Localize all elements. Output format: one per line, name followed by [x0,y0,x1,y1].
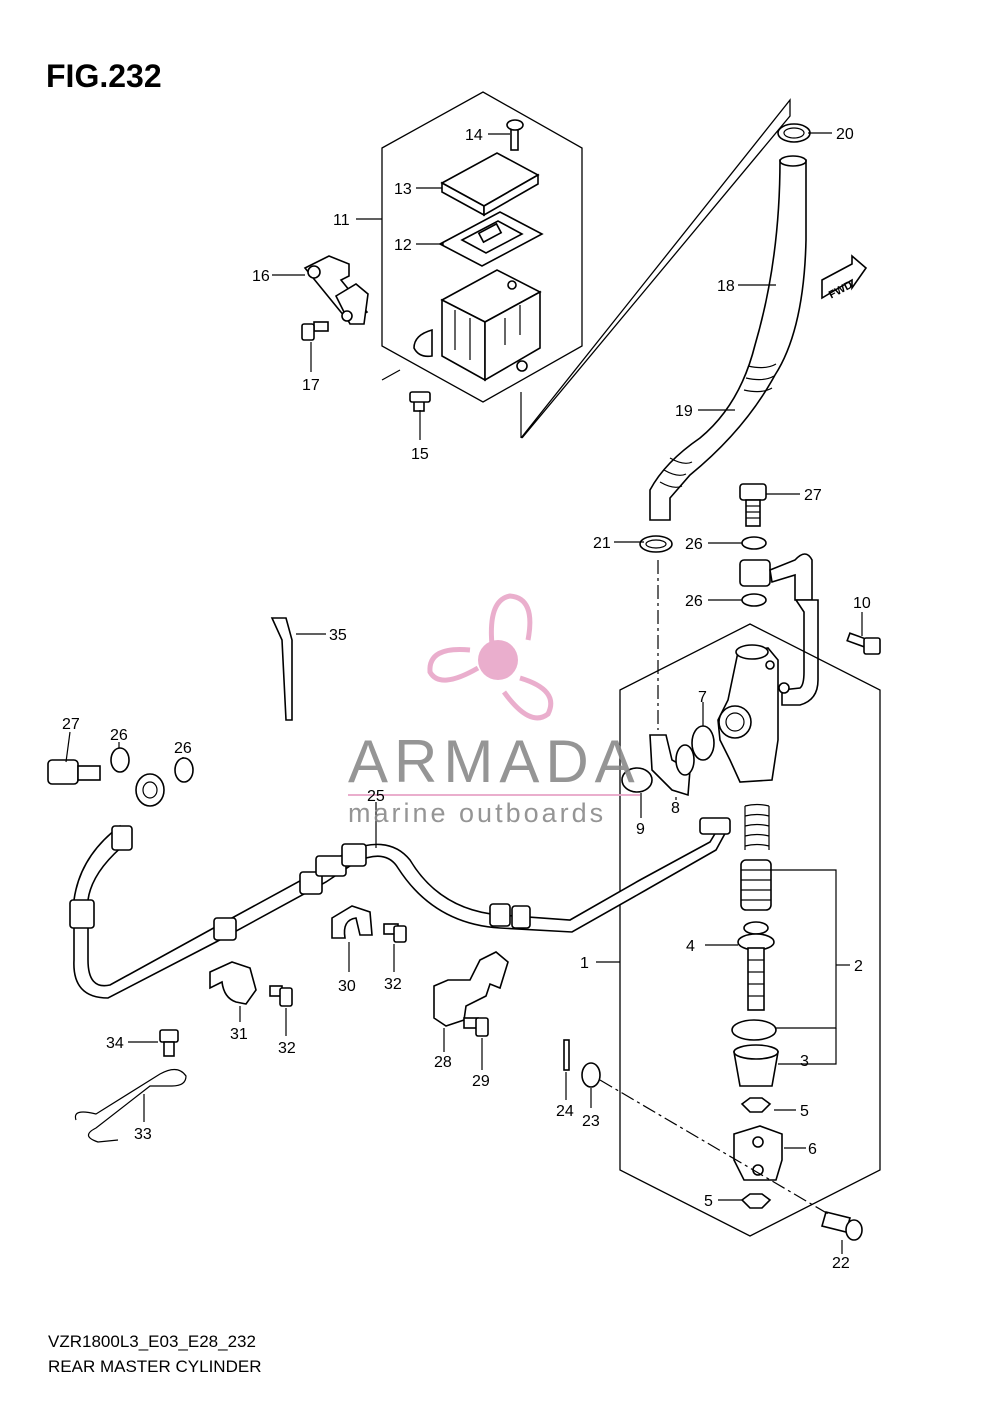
bracket-16 [303,255,369,325]
clevis-6 [733,1125,783,1181]
propeller-hub-icon [478,640,518,680]
clamp-20 [777,123,811,143]
banjo-bolt-27-left [47,759,101,785]
callout-6: 6 [808,1141,817,1158]
fwd-arrow-badge: FWD [821,254,868,301]
circlip [731,1019,777,1041]
callout-15: 15 [411,446,429,463]
callout-21: 21 [593,535,611,552]
screw-14 [506,119,524,151]
callout-17: 17 [302,377,320,394]
callout-16: 16 [252,268,270,285]
callout-14: 14 [465,127,483,144]
callout-27-top: 27 [804,487,822,504]
nut-5-top [740,1097,772,1113]
circlip-9 [621,767,653,793]
nut-5-bottom [740,1193,772,1209]
callout-31: 31 [230,1026,248,1043]
bracket-28 [433,951,509,1027]
callout-22: 22 [832,1255,850,1272]
boot-3 [733,1044,779,1087]
figure-title: FIG.232 [46,58,162,94]
callout-2: 2 [854,958,863,975]
callout-19: 19 [675,403,693,420]
watermark-tagline: marine outboards [348,798,606,828]
callout-8: 8 [671,800,680,817]
callout-26-b: 26 [685,593,703,610]
hose-18 [649,155,807,521]
callout-11: 11 [333,212,350,229]
callout-32-left: 32 [278,1040,296,1057]
model-code: VZR1800L3_E03_E28_232 [48,1332,256,1351]
washer-26-left-a [110,747,130,773]
callout-35: 35 [329,627,347,644]
callout-29: 29 [472,1073,490,1090]
callout-1: 1 [580,955,589,972]
callout-12: 12 [394,237,412,254]
watermark-brand: ARMADA [348,728,641,795]
spring [744,803,770,850]
callout-30: 30 [338,978,356,995]
master-cylinder-body [717,644,790,783]
callout-28: 28 [434,1054,452,1071]
callout-labels: 14 13 12 11 16 17 15 20 18 19 27 21 26 2… [62,126,871,1272]
bolt-32-right [383,923,407,943]
callout-5-top: 5 [800,1103,809,1120]
o-ring-7 [691,725,715,761]
bolt-34 [159,1029,179,1057]
bolt-10 [846,632,881,655]
piston-cup-2 [740,859,772,911]
callout-26-a: 26 [685,536,703,553]
reservoir-box [381,91,583,403]
callout-3: 3 [800,1053,809,1070]
clamp-21 [639,535,673,553]
bolt-15 [409,391,431,412]
callout-25: 25 [367,788,385,805]
elbow-8 [649,734,695,797]
callout-23: 23 [582,1113,600,1130]
brake-hose-25 [69,773,731,999]
push-rod-4 [737,921,775,1011]
washer-26-mid [741,593,767,607]
clamp-31 [209,961,257,1005]
washer-26-top [741,536,767,550]
diagram-caption: REAR MASTER CYLINDER [48,1357,262,1376]
banjo-fitting [739,553,813,601]
hose-section [781,599,819,706]
callout-26-c: 26 [110,727,128,744]
callout-20: 20 [836,126,854,143]
callout-7: 7 [698,689,707,706]
cotter-pin-24 [563,1039,570,1071]
callout-27-left: 27 [62,716,80,733]
diaphragm-plate-12 [438,211,544,267]
banjo-bolt-27-top [739,483,767,527]
washer-26-left-b [174,757,194,783]
bolt-29 [463,1017,489,1037]
bolt-17 [301,321,329,341]
callout-24: 24 [556,1103,574,1120]
cable-tie-35 [270,617,293,721]
reservoir-body [413,269,542,382]
callout-10: 10 [853,595,871,612]
bolt-32-left [269,985,293,1007]
callout-13: 13 [394,181,412,198]
wire-clip-33 [74,1068,187,1143]
callout-9: 9 [636,821,645,838]
callout-18: 18 [717,278,735,295]
callout-4: 4 [686,938,695,955]
callout-26-d: 26 [174,740,192,757]
callout-33: 33 [134,1126,152,1143]
watermark-logo: ARMADA marine outboards [348,593,641,828]
clevis-pin-22 [821,1211,863,1241]
leader-lines [65,132,863,1254]
callout-32-right: 32 [384,976,402,993]
master-cylinder-box [619,623,881,1237]
propeller-icon [427,593,554,721]
clamp-30 [331,905,373,939]
reservoir-cap-13 [440,152,540,217]
washer-23 [581,1062,601,1088]
callout-34: 34 [106,1035,124,1052]
callout-5-bottom: 5 [704,1193,713,1210]
